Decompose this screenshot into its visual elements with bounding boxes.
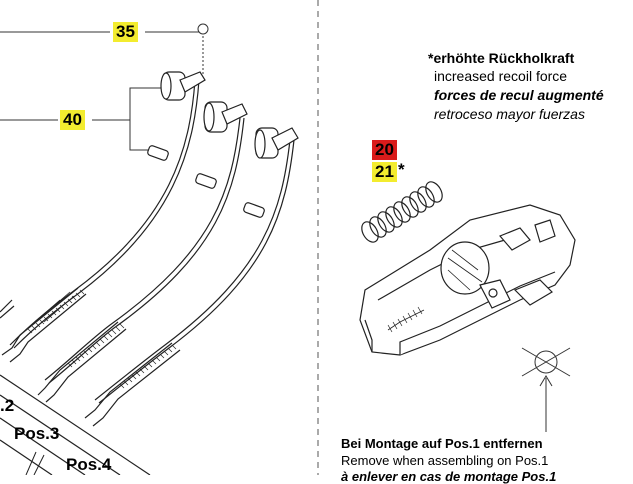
remove-symbol-icon: [521, 347, 571, 377]
note-recoil-fr: forces de recul augmenté: [434, 87, 604, 103]
cable-assembly-3: [84, 127, 299, 427]
callout-35: 35: [113, 22, 138, 42]
callout-20: 20: [372, 140, 397, 160]
ball-end-icon: [197, 23, 209, 35]
callout-21: 21: [372, 162, 397, 182]
note-assembly-fr: à enlever en cas de montage Pos.1: [341, 469, 557, 484]
cable-assembly-4: [0, 299, 15, 319]
note-assembly-en: Remove when assembling on Pos.1: [341, 453, 549, 468]
leader-40-bracket: [129, 87, 165, 151]
cable-assembly-1: [1, 71, 206, 363]
spring-sleeve-1: [27, 289, 85, 334]
spring-sleeve-3: [119, 344, 177, 389]
note-recoil-de: *erhöhte Rückholkraft: [428, 50, 575, 66]
arrow-up-icon: [539, 375, 553, 432]
callout-21-star: *: [398, 160, 405, 179]
recoil-housing: [359, 204, 576, 356]
note-recoil-es: retroceso mayor fuerzas: [434, 106, 585, 122]
position-label-3: Pos.3: [14, 424, 60, 443]
spring-part-icon: [361, 181, 443, 243]
spring-sleeve-2: [67, 323, 125, 368]
note-assembly-de: Bei Montage auf Pos.1 entfernen: [341, 436, 543, 451]
cable-assembly-2: [37, 101, 248, 403]
mounting-rail: [0, 374, 151, 475]
note-recoil-en: increased recoil force: [434, 68, 568, 84]
callout-40: 40: [60, 110, 85, 130]
position-label-2: .2: [0, 396, 15, 415]
position-label-4: Pos.4: [66, 455, 112, 474]
